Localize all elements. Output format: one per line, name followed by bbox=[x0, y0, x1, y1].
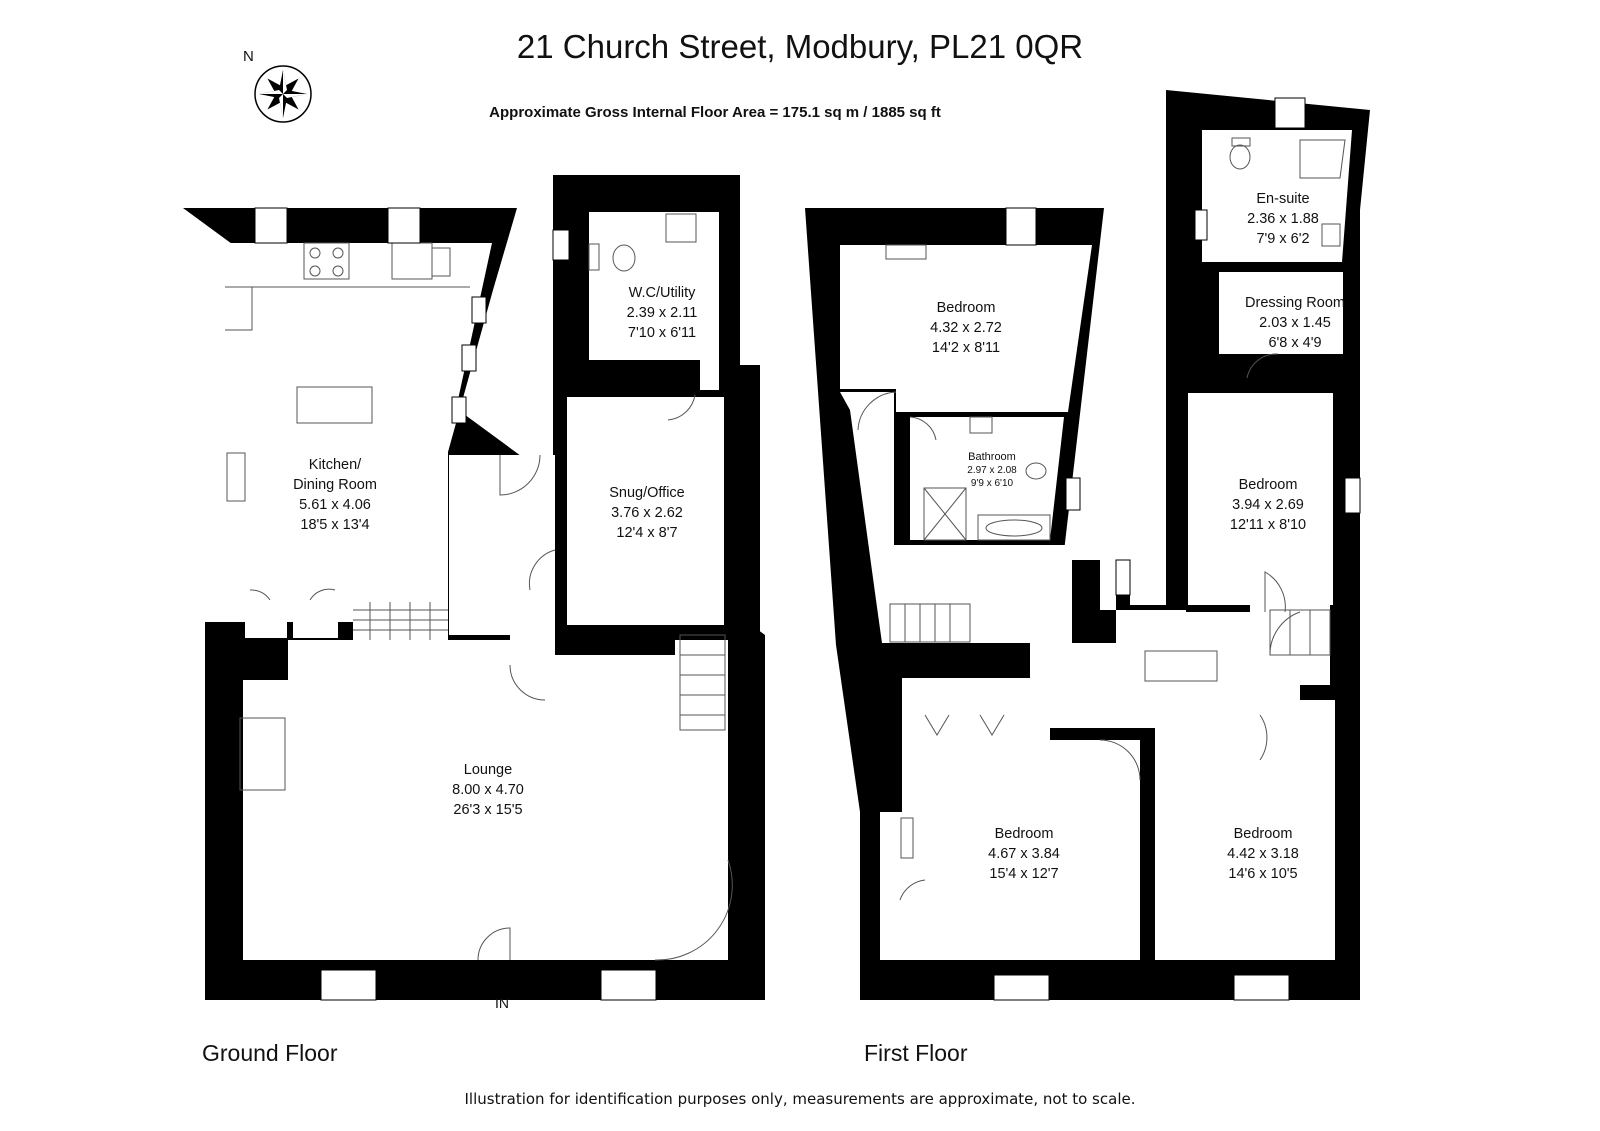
room-name: Kitchen/ bbox=[308, 457, 362, 473]
disclaimer-footer: Illustration for identification purposes… bbox=[464, 1090, 1136, 1108]
room-imperial: 12'11 x 8'10 bbox=[1229, 517, 1307, 533]
room-metric: 2.97 x 2.08 bbox=[967, 465, 1017, 476]
room-bathroom: Bathroom 2.97 x 2.08 9'9 x 6'10 bbox=[967, 451, 1016, 490]
plan-title: 21 Church Street, Modbury, PL21 0QR bbox=[516, 28, 1084, 65]
room-bedroom-bottom-right: Bedroom 4.42 x 3.18 14'6 x 10'5 bbox=[1227, 824, 1299, 884]
room-imperial: 9'9 x 6'10 bbox=[970, 478, 1014, 489]
room-name: Bedroom bbox=[1238, 477, 1298, 493]
entrance-label: IN bbox=[495, 995, 509, 1011]
room-imperial: 7'10 x 6'11 bbox=[627, 325, 697, 341]
room-metric: 5.61 x 4.06 bbox=[299, 497, 371, 513]
room-name: Bathroom bbox=[968, 451, 1016, 463]
room-en-suite: En-suite 2.36 x 1.88 7'9 x 6'2 bbox=[1247, 189, 1319, 249]
room-name: Bedroom bbox=[1233, 826, 1293, 842]
room-imperial: 26'3 x 15'5 bbox=[453, 802, 523, 818]
room-metric: 3.94 x 2.69 bbox=[1232, 497, 1304, 513]
first-floor-label: First Floor bbox=[864, 1040, 968, 1066]
first-stairs-right bbox=[1269, 609, 1331, 656]
room-imperial: 14'2 x 8'11 bbox=[931, 340, 1001, 356]
first-stairs-left bbox=[889, 603, 971, 643]
room-bedroom-bottom-middle: Bedroom 4.67 x 3.84 15'4 x 12'7 bbox=[988, 824, 1060, 884]
room-metric: 2.36 x 1.88 bbox=[1247, 211, 1319, 227]
room-dressing-room: Dressing Room 2.03 x 1.45 6'8 x 4'9 bbox=[1245, 293, 1345, 353]
room-bedroom-top-left: Bedroom 4.32 x 2.72 14'2 x 8'11 bbox=[930, 298, 1002, 358]
room-imperial: 12'4 x 8'7 bbox=[616, 525, 678, 541]
ground-stairs-left bbox=[353, 602, 448, 640]
room-imperial: 18'5 x 13'4 bbox=[300, 517, 370, 533]
room-snug-office: Snug/Office 3.76 x 2.62 12'4 x 8'7 bbox=[609, 483, 685, 543]
room-metric: 4.32 x 2.72 bbox=[930, 320, 1002, 336]
room-name: W.C/Utility bbox=[628, 285, 696, 301]
room-wc-utility: W.C/Utility 2.39 x 2.11 7'10 x 6'11 bbox=[627, 283, 698, 343]
room-imperial: 14'6 x 10'5 bbox=[1228, 866, 1298, 882]
room-name: Dressing Room bbox=[1245, 295, 1345, 311]
room-imperial: 15'4 x 12'7 bbox=[989, 866, 1059, 882]
room-metric: 3.76 x 2.62 bbox=[611, 505, 683, 521]
room-name-line2: Dining Room bbox=[293, 477, 377, 493]
room-lounge: Lounge 8.00 x 4.70 26'3 x 15'5 bbox=[452, 760, 524, 820]
first-floor-plan bbox=[805, 90, 1370, 1001]
room-metric: 4.67 x 3.84 bbox=[988, 846, 1060, 862]
room-name: Lounge bbox=[463, 762, 513, 778]
room-metric: 2.03 x 1.45 bbox=[1259, 315, 1331, 331]
room-bedroom-right-upper: Bedroom 3.94 x 2.69 12'11 x 8'10 bbox=[1230, 475, 1306, 535]
room-name: Snug/Office bbox=[609, 485, 685, 501]
ground-floor-plan bbox=[183, 175, 765, 1001]
room-name: Bedroom bbox=[936, 300, 996, 316]
room-metric: 8.00 x 4.70 bbox=[452, 782, 524, 798]
ground-stairs-right bbox=[679, 634, 726, 731]
room-imperial: 6'8 x 4'9 bbox=[1268, 335, 1322, 351]
compass-rose-icon bbox=[254, 65, 312, 123]
entrance-arrow-icon bbox=[497, 971, 513, 990]
room-imperial: 7'9 x 6'2 bbox=[1256, 231, 1310, 247]
ground-floor-label: Ground Floor bbox=[202, 1040, 338, 1066]
room-metric: 2.39 x 2.11 bbox=[626, 305, 698, 321]
room-name: Bedroom bbox=[994, 826, 1054, 842]
room-metric: 4.42 x 3.18 bbox=[1227, 846, 1299, 862]
room-kitchen-dining: Kitchen/ Dining Room 5.61 x 4.06 18'5 x … bbox=[293, 455, 377, 535]
room-name: En-suite bbox=[1256, 191, 1310, 207]
floor-area-subtitle: Approximate Gross Internal Floor Area = … bbox=[489, 104, 941, 121]
north-label: N bbox=[243, 48, 254, 65]
